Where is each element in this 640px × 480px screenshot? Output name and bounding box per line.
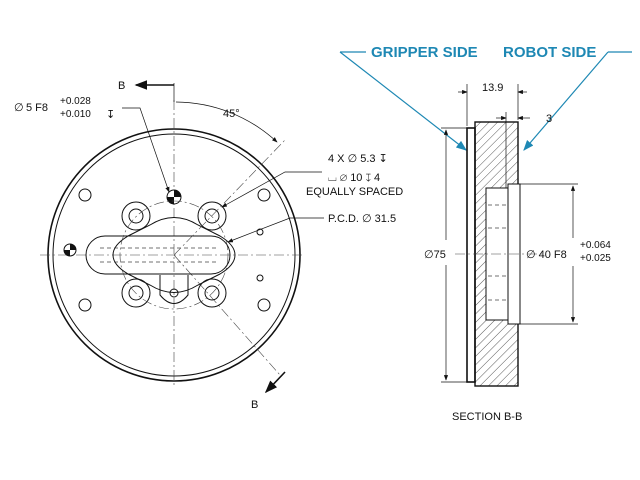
gripper-face-plate — [466, 127, 476, 383]
mounting-holes — [78, 188, 271, 312]
section-mark-bottom: B — [251, 399, 258, 411]
thickness-label: 13.9 — [482, 82, 503, 94]
section-line — [173, 254, 281, 376]
gripper-side-arrow — [339, 51, 467, 151]
section-arrow-bottom — [264, 371, 286, 394]
pin-hole-tol-lower: +0.010 — [60, 109, 91, 120]
counterbore-line1: 4 X ∅ 5.3 ↧ — [328, 153, 388, 165]
counterbore-holes — [121, 201, 227, 308]
step-label: 3 — [546, 113, 552, 125]
robot-side-arrow — [523, 51, 609, 151]
bore-tol-upper: +0.064 — [580, 240, 611, 251]
angle-arc — [175, 101, 278, 143]
bore-label: ∅ 40 F8 — [526, 249, 567, 261]
dowel-pin-marker-top — [166, 189, 182, 205]
counterbore-line3: EQUALLY SPACED — [306, 186, 403, 198]
lug-pin-hole — [169, 288, 179, 298]
section-view: GRIPPER SIDE ROBOT SIDE 13.9 3 ∅75 — [339, 44, 632, 423]
pcd-label: P.C.D. ∅ 31.5 — [328, 213, 396, 225]
pin-lug — [159, 275, 189, 304]
pcd-circle — [119, 200, 229, 310]
dowel-pin-marker-left — [63, 243, 77, 257]
gripper-side-label: GRIPPER SIDE — [371, 44, 478, 61]
angle-ref-line — [173, 139, 286, 256]
pin-hole-size: 5 F8 — [26, 102, 48, 114]
counterbore-leader — [221, 171, 322, 208]
pin-hole-depth-symbol: ↧ — [106, 109, 115, 121]
hub-outline — [112, 217, 236, 293]
angle-label: 45° — [223, 108, 240, 120]
section-mark-top: B — [118, 80, 125, 92]
counterbore-line2: ⌴ ∅ 10 ↧ 4 — [328, 172, 380, 184]
pin-hole-leader — [122, 107, 170, 193]
front-view: B B ∅ 5 F8 +0.028 +0.010 ↧ 45° 4 X ∅ 5.3… — [14, 80, 403, 411]
outer-dia-label: ∅75 — [424, 249, 446, 261]
pin-hole-tol-upper: +0.028 — [60, 96, 91, 107]
slot — [85, 235, 231, 275]
pcd-leader — [227, 217, 324, 243]
robot-side-label: ROBOT SIDE — [503, 44, 596, 61]
pin-hole-symbol: ∅ — [14, 102, 24, 114]
section-caption: SECTION B-B — [452, 411, 522, 423]
bore-tol-lower: +0.025 — [580, 253, 611, 264]
